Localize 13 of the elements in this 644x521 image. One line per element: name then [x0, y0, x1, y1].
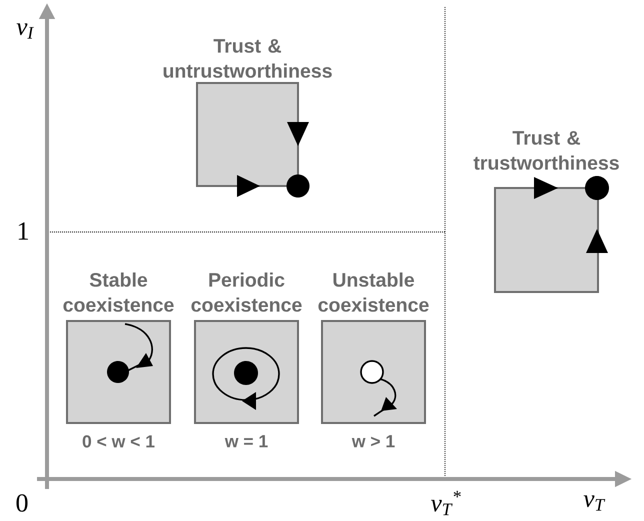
- condition-label: w = 1: [224, 435, 268, 448]
- tick-label: 1: [18, 222, 28, 240]
- box-heading: Periodic coexistence: [191, 272, 302, 312]
- box-heading: Stable coexistence: [63, 272, 174, 312]
- condition-label: 0 < w < 1: [82, 435, 154, 448]
- axis-label: v$_{T}$: [584, 495, 606, 511]
- tick-label: 0: [16, 494, 28, 512]
- axis-label: v$_{T}$*: [431, 490, 461, 516]
- condition-label: w > 1: [352, 435, 395, 448]
- axis-label: v$_{I}$: [16, 23, 34, 39]
- box-heading: Unstable coexistence: [318, 272, 429, 312]
- box-heading: Trust & untrustworthiness: [164, 39, 332, 78]
- box-heading: Trust & trustworthiness: [474, 131, 619, 170]
